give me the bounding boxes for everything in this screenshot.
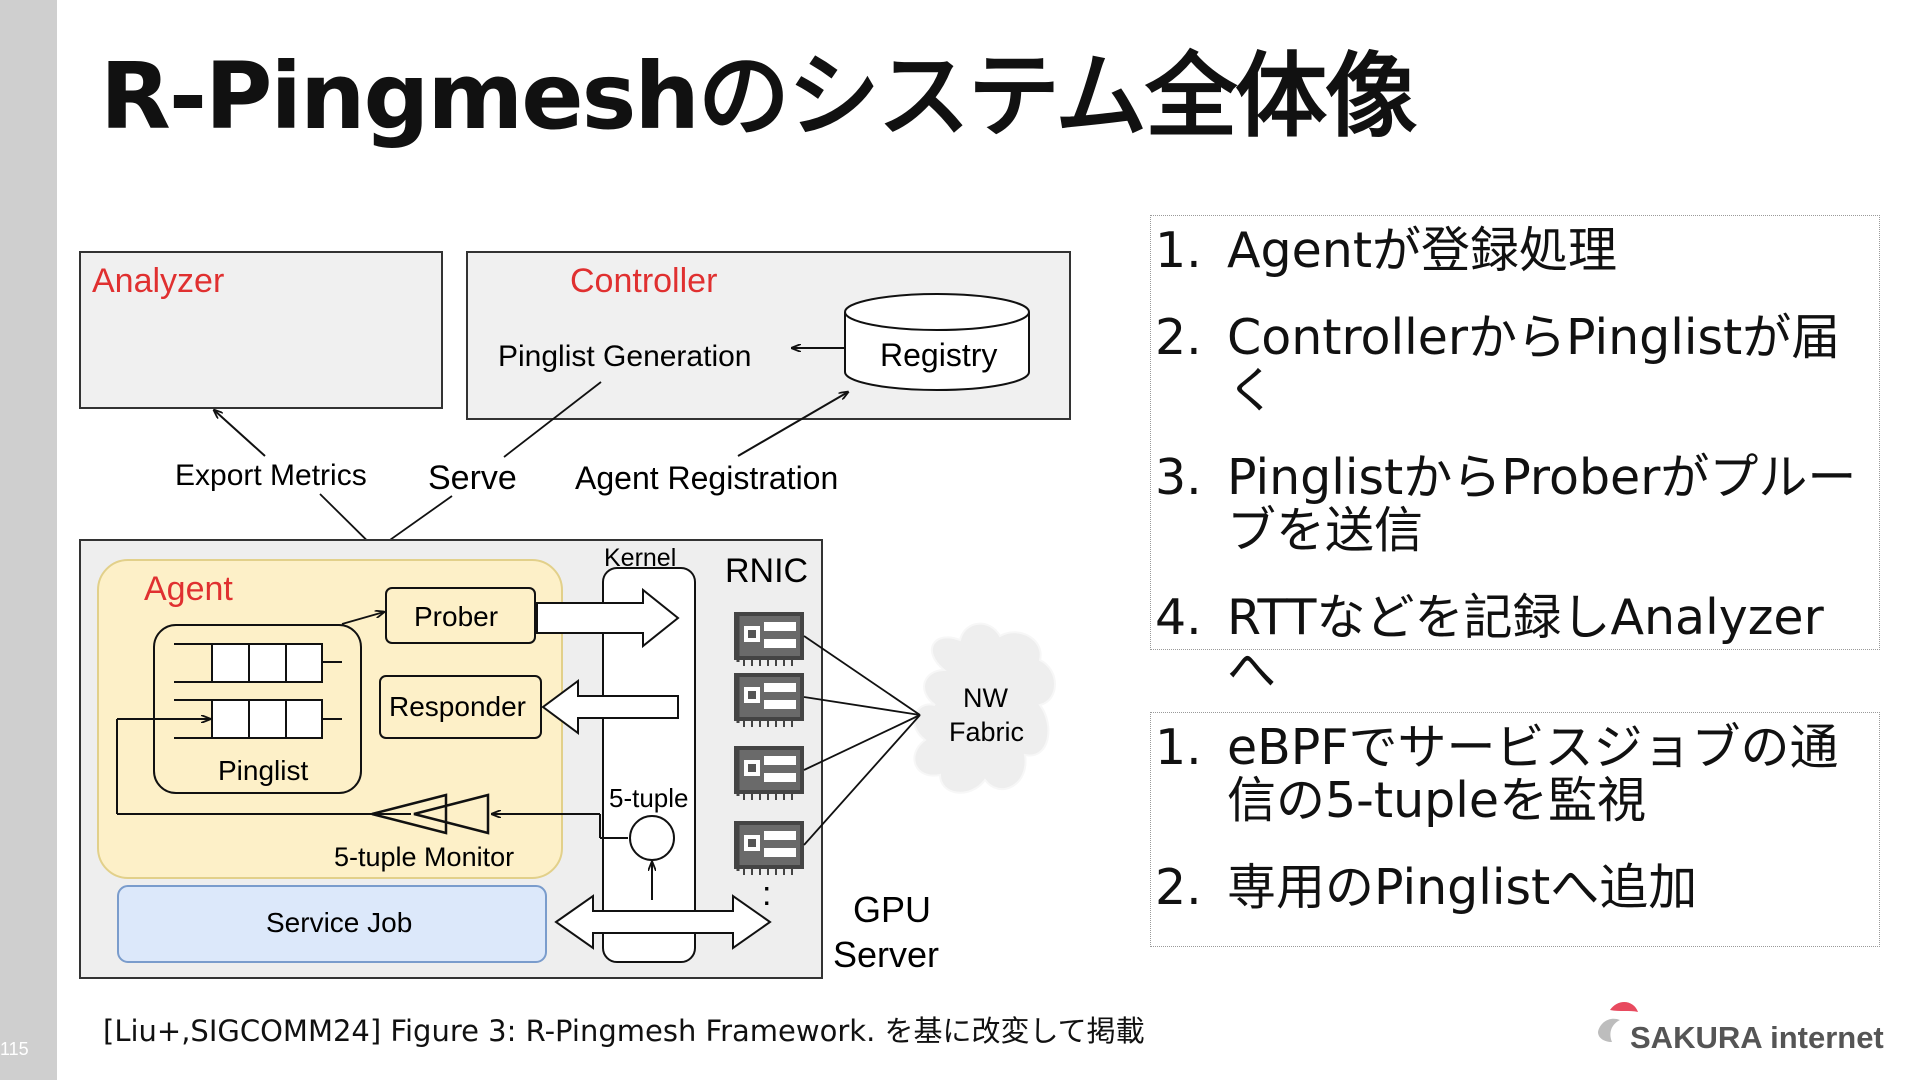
agent-registration-label: Agent Registration: [575, 460, 838, 496]
left-sidebar: 115: [0, 0, 57, 1080]
rnic-label: RNIC: [725, 552, 808, 590]
five-tuple-label: 5-tuple: [609, 783, 689, 813]
kernel-label: Kernel: [604, 544, 676, 572]
list-item: 2.専用のPinglistへ追加: [1155, 859, 1698, 916]
gpu-server-label-2: Server: [833, 934, 939, 975]
list-item: 2.ControllerからPinglistが届く: [1155, 309, 1841, 419]
serve-label: Serve: [428, 459, 517, 497]
kernel-box: [602, 567, 696, 963]
rnic-chip-3: [733, 745, 805, 801]
list-item: 3.PinglistからProberがプルーブを送信: [1155, 449, 1857, 559]
rnic-chip-4: [733, 820, 805, 876]
prober-label: Prober: [414, 601, 498, 632]
responder-label: Responder: [389, 691, 526, 722]
nw-fabric-cloud: [913, 622, 1056, 794]
page-number: 115: [0, 1039, 29, 1059]
list-item: 1.Agentが登録処理: [1155, 222, 1618, 279]
monitor-triangles: [371, 793, 490, 835]
registry-top: [844, 293, 1030, 331]
pinglist-queue-1: [174, 643, 323, 683]
nw-fabric-label-2: Fabric: [949, 717, 1024, 747]
source-caption: [Liu+,SIGCOMM24] Figure 3: R-Pingmesh Fr…: [103, 1014, 1145, 1048]
service-job-box: [117, 885, 547, 963]
service-job-label: Service Job: [266, 907, 412, 938]
responder-box: [379, 675, 542, 739]
pinglist-queue-2: [174, 699, 323, 739]
steps-list-2: 1.eBPFでサービスジョブの通信の5-tupleを監視 2.専用のPingli…: [1155, 721, 1869, 914]
export-metrics-label: Export Metrics: [175, 459, 367, 492]
agent-label: Agent: [144, 570, 233, 608]
analyzer-box: [79, 251, 443, 409]
five-tuple-monitor-label: 5-tuple Monitor: [334, 842, 514, 872]
prober-out-arrow: [536, 587, 680, 649]
list-item: 4.RTTなどを記録しAnalyzerへ: [1155, 589, 1824, 699]
responder-in-arrow: [541, 679, 679, 735]
rnic-chip-2: [733, 672, 805, 728]
sakura-logo-icon: [1598, 1001, 1638, 1042]
list-item: 1.eBPFでサービスジョブの通信の5-tupleを監視: [1155, 719, 1839, 829]
analyzer-label: Analyzer: [92, 262, 224, 300]
pinglist-generation-label: Pinglist Generation: [498, 340, 751, 373]
pinglist-label: Pinglist: [218, 755, 308, 786]
steps-list-1: 1.Agentが登録処理 2.ControllerからPinglistが届く 3…: [1155, 224, 1869, 697]
slide-title: R-Pingmeshのシステム全体像: [100, 43, 1417, 150]
nw-fabric-label-1: NW: [963, 683, 1008, 713]
rnic-ellipsis: :: [762, 875, 771, 913]
rnic-chip-1: [733, 611, 805, 667]
service-double-arrow: [554, 894, 772, 950]
registry-cylinder: [844, 312, 1030, 391]
logo-text: SAKURA internet: [1630, 1020, 1884, 1055]
gpu-server-label-1: GPU: [853, 889, 931, 930]
five-tuple-hook: [629, 815, 675, 861]
steps-list-box-2: 1.eBPFでサービスジョブの通信の5-tupleを監視 2.専用のPingli…: [1150, 712, 1880, 947]
steps-list-box-1: 1.Agentが登録処理 2.ControllerからPinglistが届く 3…: [1150, 215, 1880, 697]
sakura-internet-logo: SAKURA internet: [1590, 996, 1890, 1066]
registry-label: Registry: [880, 337, 997, 373]
controller-label: Controller: [570, 262, 717, 300]
